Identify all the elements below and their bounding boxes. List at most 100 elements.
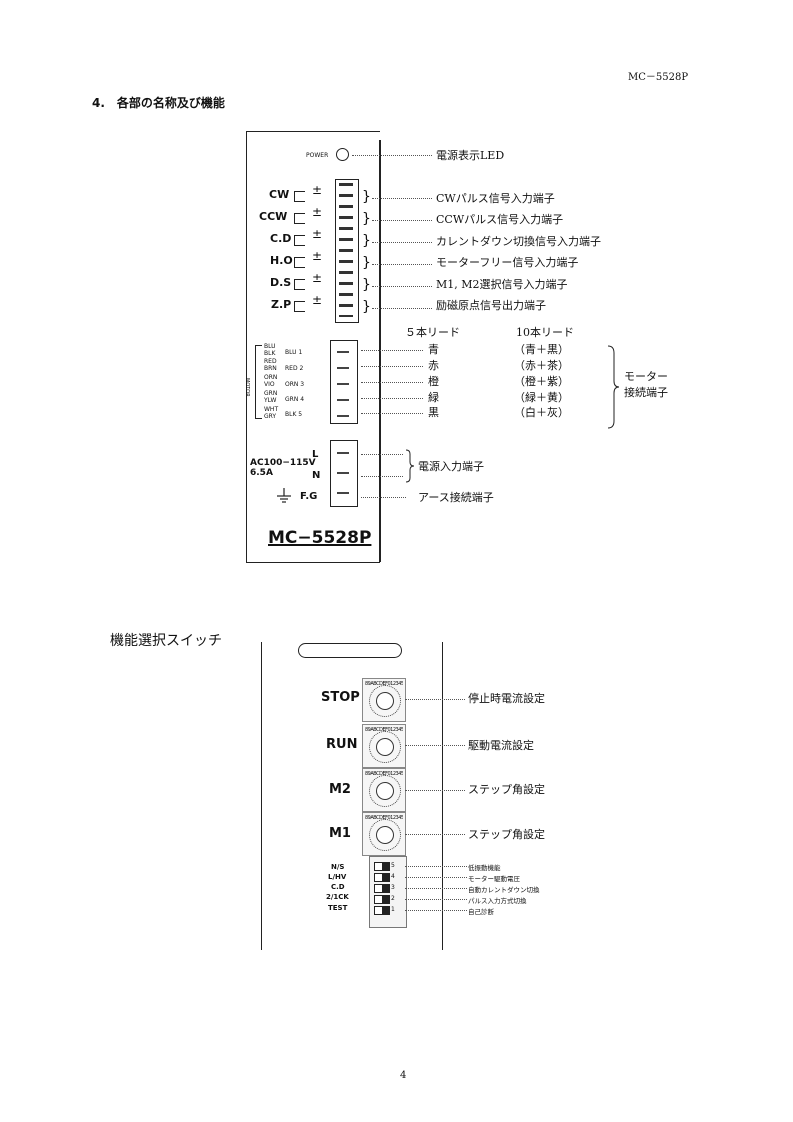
motor-connector [330, 340, 358, 424]
callout-ds: M1, M2選択信号入力端子 [436, 278, 568, 291]
dial-text: 89ABCDEF01234567 [365, 727, 403, 733]
ground-icon [277, 488, 291, 503]
dip-toggle[interactable] [374, 895, 390, 904]
dial-knob-icon [376, 826, 394, 844]
rotary-label: STOP [321, 690, 360, 705]
callout-cd: カレントダウン切換信号入力端子 [436, 235, 601, 248]
section-title: 4. 各部の名称及び機能 [92, 96, 225, 110]
motor-pin-3: ORN 3 [285, 381, 305, 388]
motor-pair-4: GRN YLW [264, 390, 278, 404]
pin-fg: F.G [300, 491, 318, 502]
dip-num: 2 [391, 895, 395, 902]
rotary-label: M1 [329, 826, 351, 841]
motor-pair-3: ORN VIO [264, 374, 278, 388]
rotary-switch[interactable]: 89ABCDEF01234567 [362, 724, 406, 768]
terminal-bracket-icon [294, 213, 305, 224]
dip-desc: 自動カレントダウン切換 [468, 886, 540, 894]
dip-toggle[interactable] [374, 862, 390, 871]
dip-label: C.D [331, 883, 345, 891]
power-led [336, 148, 349, 161]
switch-section-title: 機能選択スイッチ [110, 633, 222, 649]
motor-pin-5: BLK 5 [285, 411, 303, 418]
motor-pin-4: GRN 4 [285, 396, 305, 403]
motor-pin-1: BLU 1 [285, 349, 303, 356]
terminal-label: CW [269, 188, 290, 201]
dial-text: 89ABCDEF01234567 [365, 681, 403, 687]
lead5-4: 緑 [428, 391, 439, 404]
dial-knob-icon [376, 782, 394, 800]
terminal-sign: ± [312, 205, 323, 219]
dip-num: 4 [391, 873, 395, 880]
terminal-label: C.D [270, 232, 292, 245]
dip-toggle[interactable] [374, 906, 390, 915]
terminal-bracket-icon [294, 279, 305, 290]
dial-knob-icon [376, 692, 394, 710]
pin-l: L [312, 449, 319, 460]
dip-desc: 低振動機能 [468, 864, 501, 872]
lead10-4: （緑＋黄） [514, 391, 569, 404]
dial-knob-icon [376, 738, 394, 756]
lead10-header: 10本リード [516, 326, 574, 339]
callout-ho: モーターフリー信号入力端子 [436, 256, 579, 269]
lead5-5: 黒 [428, 406, 439, 419]
model-name: MC−5528P [268, 528, 372, 548]
rotary-switch[interactable]: 89ABCDEF01234567 [362, 678, 406, 722]
brace-icon [607, 345, 620, 429]
rotary-label: M2 [329, 782, 351, 797]
dip-desc: パルス入力方式切換 [468, 897, 527, 905]
doc-id: MC－5528P [628, 72, 689, 83]
terminal-label: H.O [270, 254, 293, 267]
terminal-label: CCW [259, 210, 288, 223]
motor-bracket-icon [255, 345, 262, 419]
lead10-2: （赤＋茶） [514, 359, 569, 372]
power-connector [330, 440, 358, 507]
rotary-desc: ステップ角設定 [468, 783, 545, 796]
slot-opening [298, 643, 402, 658]
lead10-1: （青＋黒） [514, 343, 569, 356]
terminal-bracket-icon [294, 257, 305, 268]
dip-toggle[interactable] [374, 884, 390, 893]
motor-tag: MOTOR [244, 378, 250, 397]
rotary-label: RUN [326, 737, 358, 752]
dip-desc: モーター駆動電圧 [468, 875, 520, 883]
terminal-sign: ± [312, 271, 323, 285]
motor-label-2: 接続端子 [624, 386, 668, 399]
dip-num: 1 [391, 906, 395, 913]
dip-label: 2/1CK [326, 893, 349, 901]
rotary-desc: 停止時電流設定 [468, 692, 545, 705]
rotary-switch[interactable]: 89ABCDEF01234567 [362, 812, 406, 856]
page-number: 4 [400, 1070, 407, 1081]
terminal-bracket-icon [294, 235, 305, 246]
terminal-sign: ± [312, 293, 323, 307]
rotary-switch[interactable]: 89ABCDEF01234567 [362, 768, 406, 812]
dip-label: TEST [328, 904, 348, 912]
lead5-header: ５本リード [405, 326, 460, 339]
lead5-1: 青 [428, 343, 439, 356]
motor-pin-2: RED 2 [285, 365, 304, 372]
signal-connector-pins [339, 183, 353, 317]
terminal-label: D.S [270, 276, 292, 289]
terminal-label: Z.P [271, 298, 292, 311]
callout-zp: 励磁原点信号出力端子 [436, 299, 546, 312]
power-spec-2: 6.5A [250, 468, 273, 478]
dip-toggle[interactable] [374, 873, 390, 882]
motor-pair-5: WHT GRY [264, 406, 279, 420]
lead10-5: （白＋灰） [514, 406, 569, 419]
callout-ccw: CCWパルス信号入力端子 [436, 213, 564, 226]
power-label: POWER [306, 152, 329, 159]
motor-pair-1: BLU BLK [264, 343, 276, 357]
rotary-desc: ステップ角設定 [468, 828, 545, 841]
callout-earth: アース接続端子 [418, 491, 494, 504]
brace-icon: } [362, 299, 371, 315]
motor-label-1: モーター [624, 370, 668, 383]
lead5-3: 橙 [428, 375, 439, 388]
dip-label: N/S [331, 863, 345, 871]
dip-desc: 自己診断 [468, 908, 494, 916]
terminal-sign: ± [312, 183, 323, 197]
callout-power-led: 電源表示LED [436, 149, 505, 162]
brace-icon: } [362, 233, 371, 249]
callout-power-input: 電源入力端子 [418, 460, 484, 473]
terminal-bracket-icon [294, 301, 305, 312]
motor-pair-2: RED BRN [264, 358, 277, 372]
dip-num: 5 [391, 862, 395, 869]
